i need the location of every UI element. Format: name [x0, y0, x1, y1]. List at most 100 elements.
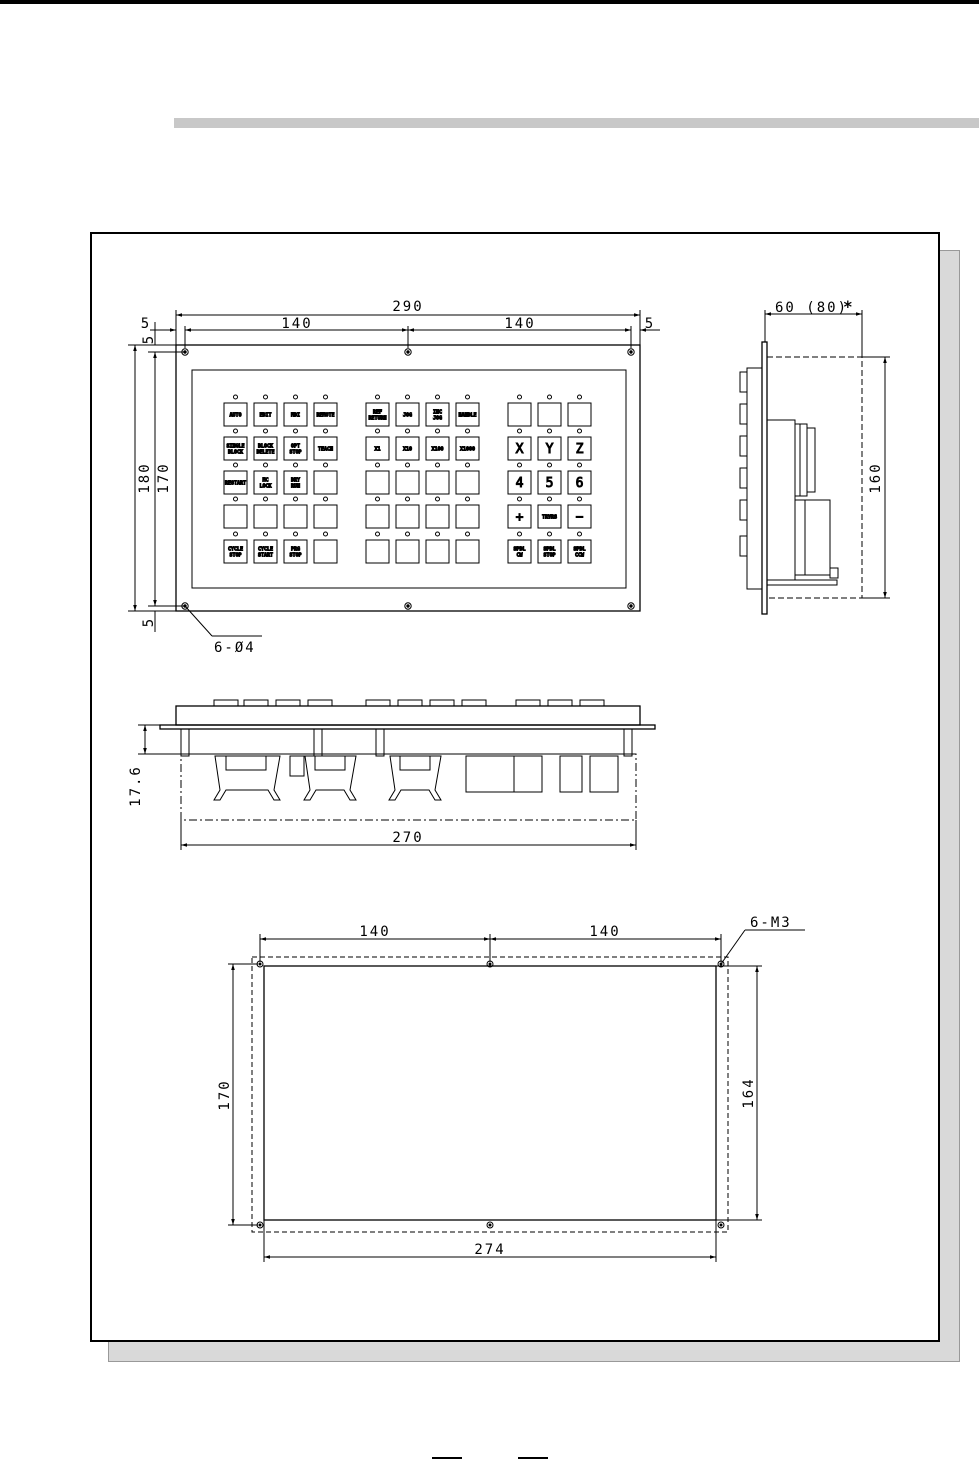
key-cap — [396, 471, 419, 494]
key-led — [436, 532, 440, 536]
key-label: − — [576, 510, 584, 525]
key-cap — [456, 505, 479, 528]
dim-cutout-hole-height: 170 — [217, 1079, 233, 1110]
key-label: JOG — [403, 413, 412, 419]
key-label: X1 — [374, 447, 380, 453]
key-right-0-0 — [508, 395, 531, 426]
key-led — [466, 429, 470, 433]
key-led — [264, 395, 268, 399]
key-led — [518, 463, 522, 467]
dim-screws: 6-M3 — [750, 915, 792, 931]
key-label: REMOTE — [316, 413, 334, 419]
key-led — [466, 395, 470, 399]
dim-depth: 60 (80) — [775, 300, 848, 316]
key-left-0-2: MDI — [284, 395, 307, 426]
key-label: Y — [546, 442, 554, 457]
key-led — [436, 497, 440, 501]
key-cap — [314, 540, 337, 563]
dim-left-pitch: 140 — [281, 316, 312, 332]
key-label: RESTART — [225, 481, 246, 487]
key-led — [234, 532, 238, 536]
key-middle-0-1: JOG — [396, 395, 419, 426]
key-label: DELETE — [256, 450, 274, 456]
dim-right-margin: 5 — [645, 316, 655, 332]
dim-holes: 6-Ø4 — [214, 640, 256, 656]
key-led — [578, 395, 582, 399]
depth-asterisk: * — [843, 297, 853, 316]
key-label: HANDLE — [458, 413, 476, 419]
dim-overall-height: 180 — [137, 462, 153, 493]
key-led — [548, 429, 552, 433]
key-label: CW — [516, 553, 523, 559]
key-led — [324, 463, 328, 467]
cutout-view — [228, 930, 805, 1262]
key-label: BLOCK — [228, 450, 243, 456]
key-led — [548, 497, 552, 501]
key-led — [376, 532, 380, 536]
key-cap — [426, 540, 449, 563]
key-led — [518, 395, 522, 399]
key-led — [264, 429, 268, 433]
key-label: X10 — [403, 447, 412, 453]
key-led — [294, 395, 298, 399]
key-left-4-0: CYCLESTOP — [224, 532, 247, 563]
key-led — [578, 497, 582, 501]
key-middle-1-2: X100 — [426, 429, 449, 460]
key-cap — [314, 471, 337, 494]
key-led — [294, 497, 298, 501]
key-led — [406, 395, 410, 399]
key-cap — [508, 403, 531, 426]
key-led — [234, 463, 238, 467]
key-led — [548, 463, 552, 467]
key-left-3-1 — [254, 497, 277, 528]
key-led — [324, 429, 328, 433]
key-middle-2-3 — [456, 463, 479, 494]
keypad-keys: AUTOEDITMDIREMOTESINGLEBLOCKBLOCKDELETEO… — [224, 395, 591, 563]
key-led — [436, 429, 440, 433]
dim-cutout-left-pitch: 140 — [359, 924, 390, 940]
key-left-3-3 — [314, 497, 337, 528]
key-led — [234, 497, 238, 501]
key-label: JOG — [433, 416, 442, 422]
dim-top-margin: 5 — [141, 334, 157, 344]
key-right-3-0: + — [508, 497, 531, 528]
key-led — [436, 463, 440, 467]
key-led — [324, 497, 328, 501]
key-cap — [426, 471, 449, 494]
key-led — [548, 395, 552, 399]
key-cap — [396, 505, 419, 528]
key-label: STOP — [289, 450, 301, 456]
key-left-0-3: REMOTE — [314, 395, 337, 426]
key-led — [234, 395, 238, 399]
key-right-1-1: Y — [538, 429, 561, 460]
key-right-1-2: Z — [568, 429, 591, 460]
dim-bottom-margin: 5 — [141, 617, 157, 627]
key-left-4-2: PRGSTOP — [284, 532, 307, 563]
key-cap — [396, 540, 419, 563]
dim-hole-pitch-height: 170 — [156, 462, 172, 493]
key-led — [264, 497, 268, 501]
key-led — [518, 429, 522, 433]
key-label: Z — [576, 442, 584, 457]
key-cap — [366, 505, 389, 528]
key-cap — [366, 471, 389, 494]
key-cap — [426, 505, 449, 528]
key-cap — [254, 505, 277, 528]
key-right-3-1: TRVRS — [538, 497, 561, 528]
key-left-2-2: DRYRUN — [284, 463, 307, 494]
side-view-dimensions: 60 (80) * 160 — [775, 297, 884, 494]
key-label: START — [258, 553, 273, 559]
key-label: X1000 — [460, 447, 475, 453]
key-cap — [284, 505, 307, 528]
key-left-3-2 — [284, 497, 307, 528]
key-led — [264, 463, 268, 467]
key-led — [294, 463, 298, 467]
key-middle-3-3 — [456, 497, 479, 528]
dim-left-margin: 5 — [141, 316, 151, 332]
key-left-1-3: TEACH — [314, 429, 337, 460]
key-label: MDI — [291, 413, 300, 419]
key-middle-1-1: X10 — [396, 429, 419, 460]
